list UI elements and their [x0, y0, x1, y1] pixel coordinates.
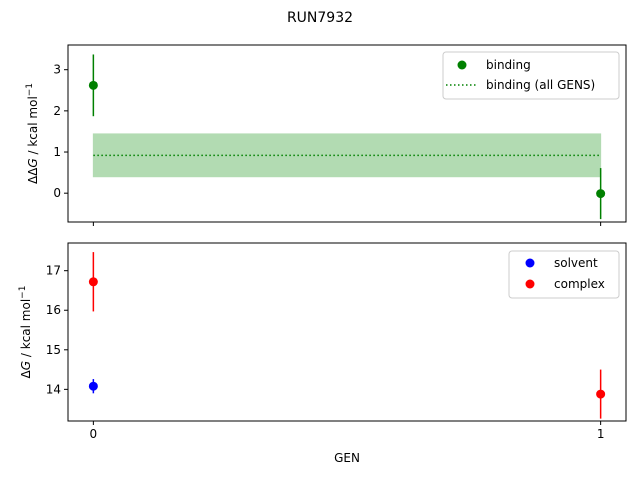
free-energy-plot-frame	[67, 242, 627, 422]
free-energy-panel: ΔG / kcal mol−1 GEN solvent complex 14 15…	[18, 242, 627, 465]
free-energy-y-label-exponent: −1	[18, 286, 28, 299]
free-energy-y-tick-label: 17	[46, 264, 61, 278]
binding-y-tick-label: 1	[53, 145, 61, 159]
legend-label-binding-all-gens: binding (all GENS)	[486, 78, 595, 92]
free-energy-y-axis-label: ΔG / kcal mol−1	[18, 286, 33, 379]
binding-y-label-symbol: G	[26, 158, 40, 167]
binding-y-label-exponent: −1	[25, 83, 35, 96]
free-energy-y-tick-label: 15	[46, 343, 61, 357]
complex-point	[596, 389, 606, 399]
free-energy-y-label-prefix: Δ	[19, 369, 33, 378]
binding-point	[88, 80, 98, 90]
free-energy-y-tick-label: 16	[46, 303, 61, 317]
binding-y-label-unit: / kcal mol	[26, 96, 40, 158]
binding-legend: binding binding (all GENS)	[442, 51, 620, 100]
binding-y-tick-label: 3	[53, 63, 61, 77]
x-axis-label: GEN	[334, 451, 360, 465]
binding-panel: ΔΔG / kcal mol−1 binding binding (all GE…	[25, 44, 627, 226]
legend-marker-solvent	[525, 258, 535, 268]
complex-point	[88, 277, 98, 287]
legend-marker-complex	[525, 279, 535, 289]
binding-plot-frame	[67, 44, 627, 223]
free-energy-x-tick-label: 0	[90, 427, 98, 441]
legend-label-solvent: solvent	[554, 256, 598, 270]
free-energy-legend-box	[508, 250, 620, 299]
binding-y-tick-label: 0	[53, 186, 61, 200]
legend-label-binding: binding	[486, 58, 531, 72]
legend-label-complex: complex	[554, 277, 605, 291]
legend-marker-binding	[457, 60, 467, 70]
free-energy-x-tick-label: 1	[597, 427, 605, 441]
binding-point	[596, 189, 606, 199]
free-energy-y-tick-label: 14	[46, 382, 61, 396]
binding-y-label-prefix: ΔΔ	[26, 167, 40, 184]
free-energy-legend: solvent complex	[508, 250, 620, 299]
binding-legend-box	[442, 51, 620, 100]
free-energy-y-label-unit: / kcal mol	[19, 299, 33, 361]
solvent-point	[88, 381, 98, 391]
free-energy-y-label-symbol: G	[19, 361, 33, 370]
binding-y-axis-label: ΔΔG / kcal mol−1	[25, 83, 40, 184]
binding-y-tick-label: 2	[53, 104, 61, 118]
chart-title: RUN7932	[287, 10, 353, 26]
